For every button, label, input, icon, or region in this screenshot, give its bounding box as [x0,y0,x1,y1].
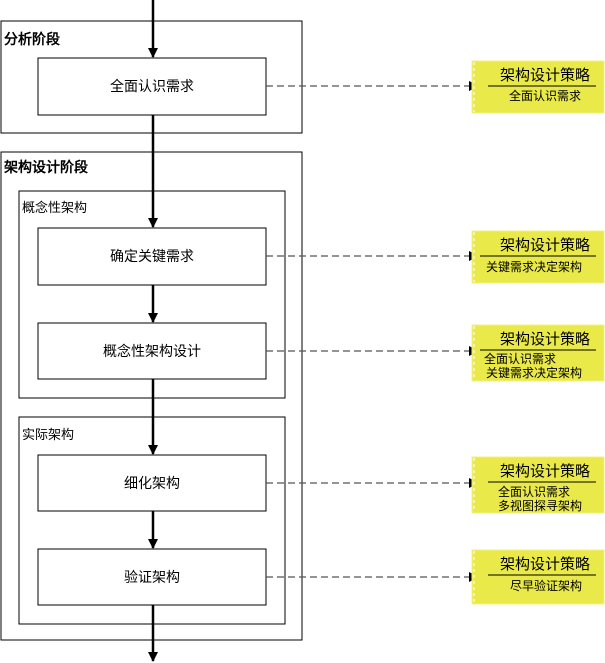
step-label: 验证架构 [124,570,180,586]
note-title: 架构设计策略 [500,555,590,573]
step-box-1: 全面认识需求 [37,57,267,116]
conceptual-architecture-title: 概念性架构 [22,200,87,216]
strategy-note-1: 架构设计策略 全面认识需求 [471,60,605,114]
note-line: 全面认识需求 [498,484,570,499]
note-title: 架构设计策略 [500,236,590,254]
note-line: 全面认识需求 [509,88,581,103]
note-line: 全面认识需求 [484,351,556,366]
step-box-5: 验证架构 [37,548,267,606]
strategy-note-4: 架构设计策略 全面认识需求 多视图探寻架构 [471,456,605,514]
strategy-note-3: 架构设计策略 全面认识需求 关键需求决定架构 [471,324,605,382]
note-line: 关键需求决定架构 [486,259,582,274]
note-title: 架构设计策略 [500,462,590,480]
step-box-4: 细化架构 [37,454,267,512]
analysis-phase-title: 分析阶段 [4,31,60,48]
note-title: 架构设计策略 [500,330,590,348]
step-box-2: 确定关键需求 [37,227,267,286]
step-label: 概念性架构设计 [103,343,201,360]
strategy-connectors [266,81,479,582]
note-line: 多视图探寻架构 [498,498,582,513]
note-line: 关键需求决定架构 [486,365,582,380]
note-title: 架构设计策略 [500,66,590,84]
step-label: 确定关键需求 [110,249,194,265]
step-label: 细化架构 [124,476,180,492]
step-label: 全面认识需求 [110,78,194,95]
strategy-note-2: 架构设计策略 关键需求决定架构 [471,230,605,284]
note-line: 尽早验证架构 [510,578,582,593]
step-box-3: 概念性架构设计 [37,322,267,380]
actual-architecture-title: 实际架构 [22,428,74,443]
design-phase-title: 架构设计阶段 [3,159,88,176]
strategy-note-5: 架构设计策略 尽早验证架构 [471,549,605,605]
